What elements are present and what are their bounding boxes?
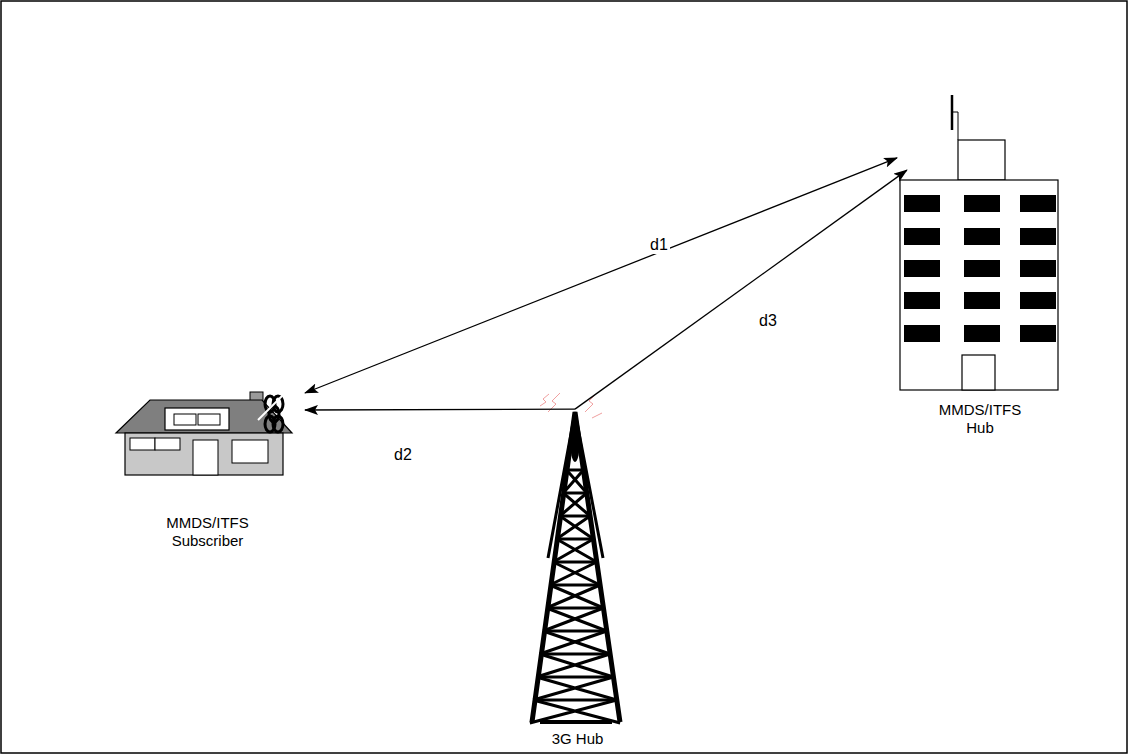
house-icon [116,392,292,475]
node-label: 3G Hub [552,730,604,748]
distance-label: d1 [648,236,670,254]
node-box: 3G Hub [525,405,630,750]
distance-label: d2 [392,446,414,464]
tower-icon [530,393,620,723]
node-box: MMDS/ITFS Subscriber [110,385,305,555]
node-box: MMDS/ITFS Hub [895,90,1065,440]
connector-arrow [305,408,575,410]
connector-arrow [575,170,907,409]
building-icon [900,95,1058,390]
distance-label: d3 [757,312,779,330]
node-label: MMDS/ITFS Hub [932,401,1028,437]
connector-arrow [305,158,897,393]
node-label: MMDS/ITFS Subscriber [160,514,256,550]
